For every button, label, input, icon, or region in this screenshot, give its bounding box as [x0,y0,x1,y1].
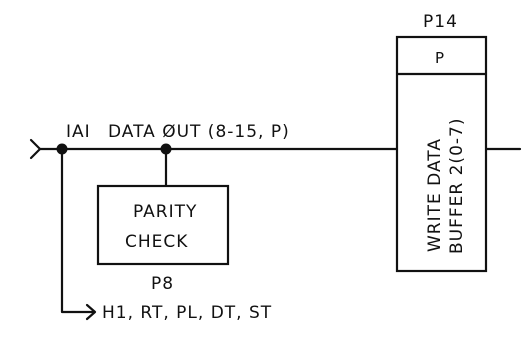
buffer-label-line1: WRITE DATA [425,138,445,252]
fanout-branch-line [60,147,96,314]
parity-check-ref: P8 [151,274,174,294]
parity-check-line1: PARITY [133,202,197,222]
buffer-ref: P14 [423,12,458,32]
parity-check-line2: CHECK [125,232,188,252]
write-data-buffer-box [395,35,488,273]
parity-check-box [96,184,230,266]
fanout-arrow [85,303,97,321]
bus-label: DATA ØUT (8-15, P) [108,122,290,142]
buffer-label-line2: BUFFER 2(0-7) [447,118,467,254]
buffer-header-p: P [435,49,445,67]
bus-id-label: IAI [66,122,91,142]
input-arrow [29,138,42,160]
fanout-label: H1, RT, PL, DT, ST [102,303,272,323]
